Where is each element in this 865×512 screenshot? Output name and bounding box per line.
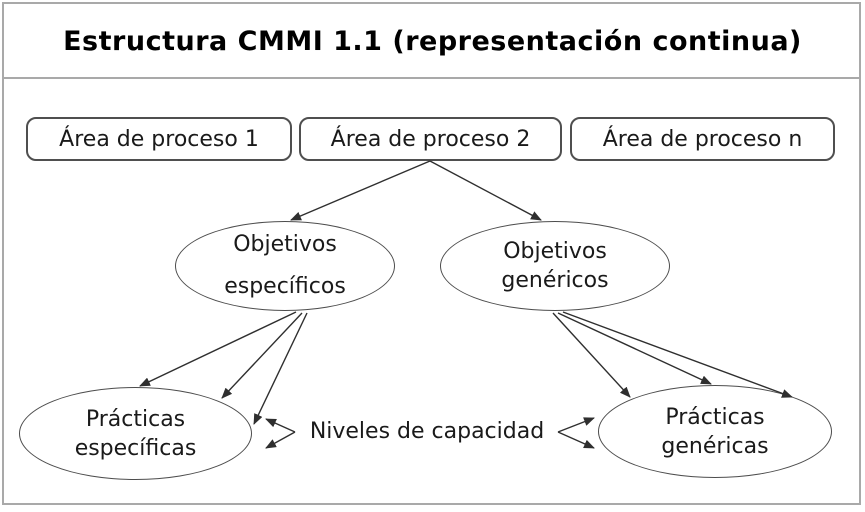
generic-goals-line1: Objetivos [503, 239, 607, 264]
generic-practices-line2: genéricas [661, 433, 769, 459]
title-bar: Estructura CMMI 1.1 (representación cont… [4, 4, 861, 79]
specific-practices-ellipse: Prácticas específicas [19, 387, 252, 480]
generic-goals-ellipse: Objetivos genéricos [440, 221, 670, 311]
generic-practices-line1: Prácticas [665, 404, 765, 430]
capability-levels-text: Niveles de capacidad [309, 419, 545, 444]
specific-practices-line1: Prácticas [85, 406, 186, 432]
process-area-box-n: Área de proceso n [570, 117, 835, 161]
process-area-label-1: Área de proceso 1 [59, 126, 259, 152]
specific-goals-line2: específicos [224, 274, 346, 299]
generic-practices-ellipse: Prácticas genéricas [598, 385, 832, 478]
process-area-label-n: Área de proceso n [602, 126, 803, 152]
process-area-box-2: Área de proceso 2 [299, 117, 562, 161]
page-title: Estructura CMMI 1.1 (representación cont… [63, 26, 802, 57]
specific-practices-line2: específicas [74, 435, 197, 461]
process-area-label-2: Área de proceso 2 [330, 126, 531, 152]
specific-goals-ellipse: Objetivos específicos [175, 221, 395, 311]
capability-levels-label: Niveles de capacidad [299, 417, 555, 446]
process-area-box-1: Área de proceso 1 [26, 117, 292, 161]
specific-goals-line1: Objetivos [233, 232, 337, 257]
generic-goals-line2: genéricos [501, 268, 609, 293]
title-divider [4, 77, 861, 79]
